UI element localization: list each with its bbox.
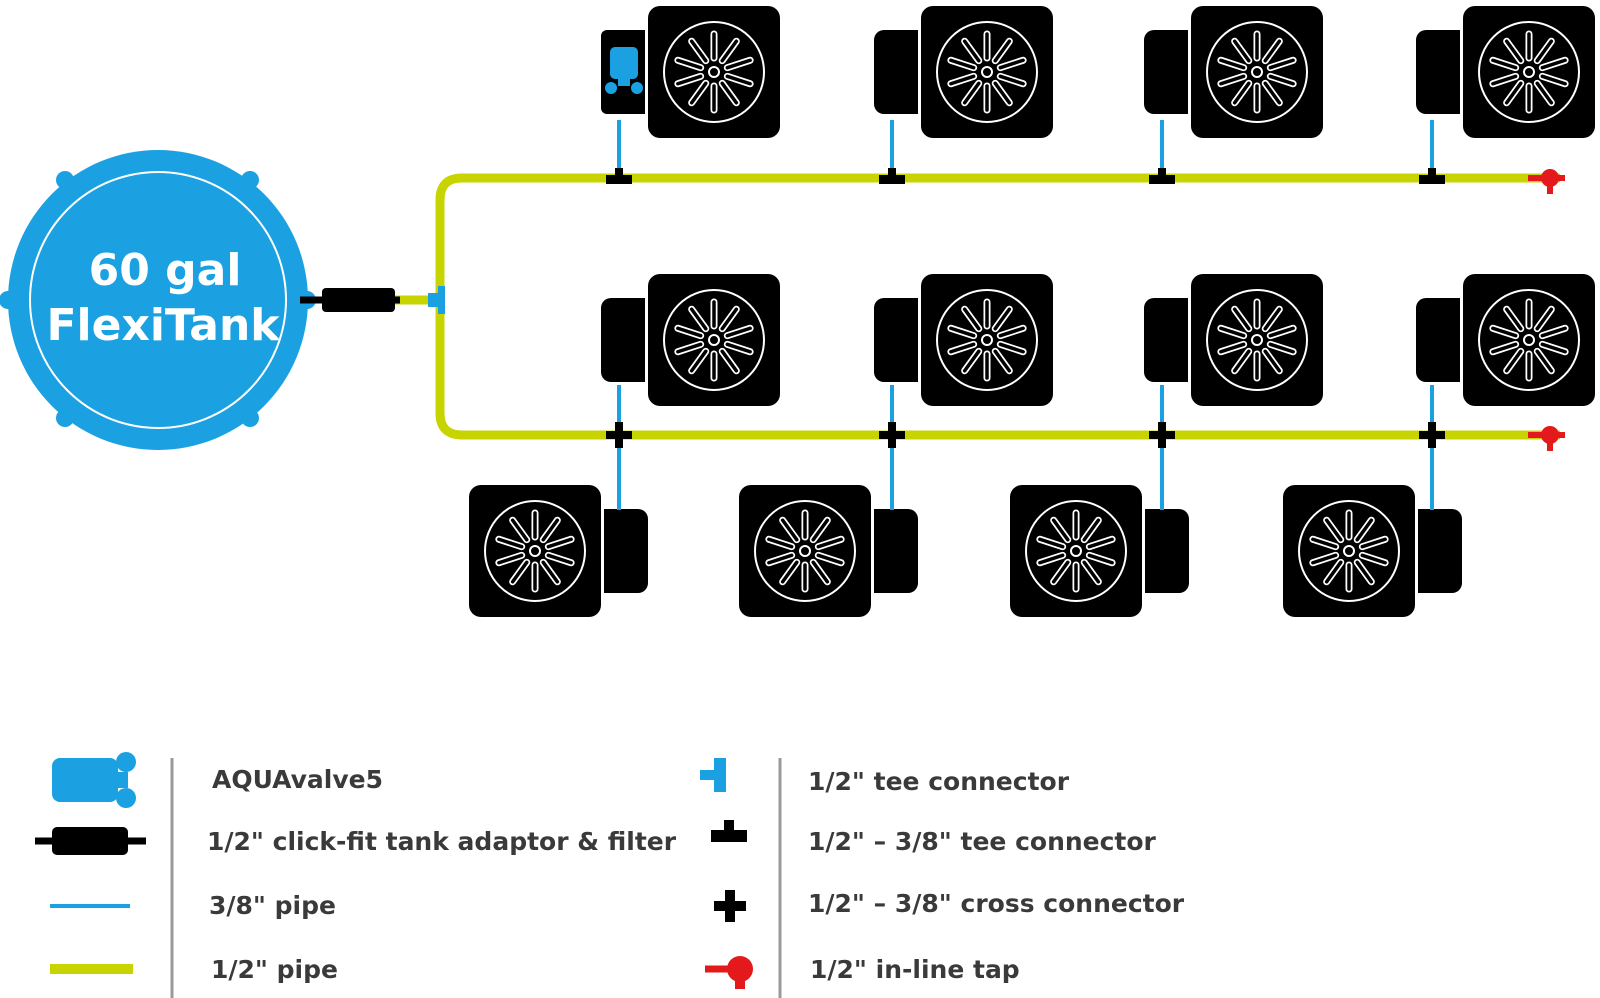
pot-middle-1 [601,271,783,409]
inline-tap-top [1528,169,1565,194]
inline-tap-icon [705,956,753,989]
legend-label-half-tee: 1/2" tee connector [808,767,1070,796]
tank-adaptor-filter [300,288,400,312]
legend: AQUAvalve5 1/2" click-fit tank adaptor &… [35,752,1185,998]
pot-top-4 [1416,3,1598,141]
half-tee-connector-icon [700,758,726,792]
half-tee-connector [428,286,445,314]
pot-bottom-1 [466,482,648,620]
pot-bottom-4 [1280,482,1462,620]
reducing-tee-connector-top-1 [606,168,632,184]
cross-connector-3 [1149,422,1175,448]
legend-label-tank-adaptor: 1/2" click-fit tank adaptor & filter [207,827,677,856]
pot-middle-4 [1416,271,1598,409]
pot-middle-3 [1144,271,1326,409]
aquavalve [605,47,643,94]
legend-label-inline-tap: 1/2" in-line tap [810,955,1020,984]
pot-top-1 [601,3,783,141]
pot-middle-2 [874,271,1056,409]
pot-bottom-3 [1007,482,1189,620]
tank-name-label: FlexiTank [46,300,281,351]
tank-body [8,150,308,450]
legend-label-aquavalve: AQUAvalve5 [212,765,383,794]
tank-ring [29,171,287,429]
inline-tap-bottom [1528,426,1565,451]
tank-capacity-label: 60 gal [89,245,242,296]
legend-label-three-eighths-pipe: 3/8" pipe [209,891,336,920]
reducing-tee-connector-top-2 [879,168,905,184]
cross-connector-4 [1419,422,1445,448]
legend-label-half-inch-pipe: 1/2" pipe [211,955,338,984]
aquavalve-icon [52,752,136,808]
reducing-tee-connector-top-3 [1149,168,1175,184]
cross-connector-2 [879,422,905,448]
cross-connector-icon [714,890,746,922]
pot-layer [466,3,1598,620]
connector-layer [606,120,1445,510]
pot-top-2 [874,3,1056,141]
pot-top-3 [1144,3,1326,141]
tank-adaptor-filter-icon [35,827,146,855]
reducing-tee-connector-icon [711,820,747,842]
flexitank: 60 gal FlexiTank [0,150,316,450]
legend-label-reducing-tee: 1/2" – 3/8" tee connector [808,827,1157,856]
legend-label-cross-connector: 1/2" – 3/8" cross connector [808,889,1185,918]
cross-connector-1 [606,422,632,448]
reducing-tee-connector-top-4 [1419,168,1445,184]
pot-bottom-2 [736,482,918,620]
